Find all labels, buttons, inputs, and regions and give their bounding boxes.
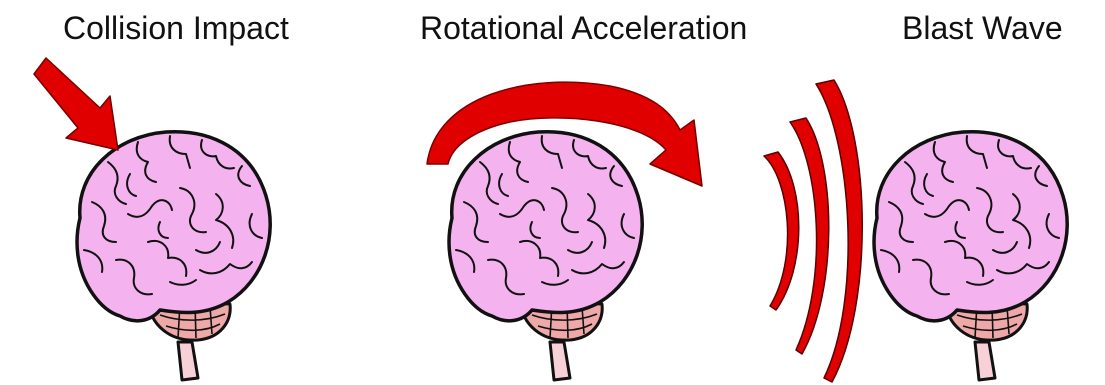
wave-arc-small <box>764 152 799 310</box>
wave-arcs-icon <box>764 80 862 382</box>
brain-icon <box>77 132 270 380</box>
brain-icon <box>449 132 642 380</box>
brain-icon <box>874 132 1067 380</box>
diagonal-arrow-icon <box>34 58 118 150</box>
